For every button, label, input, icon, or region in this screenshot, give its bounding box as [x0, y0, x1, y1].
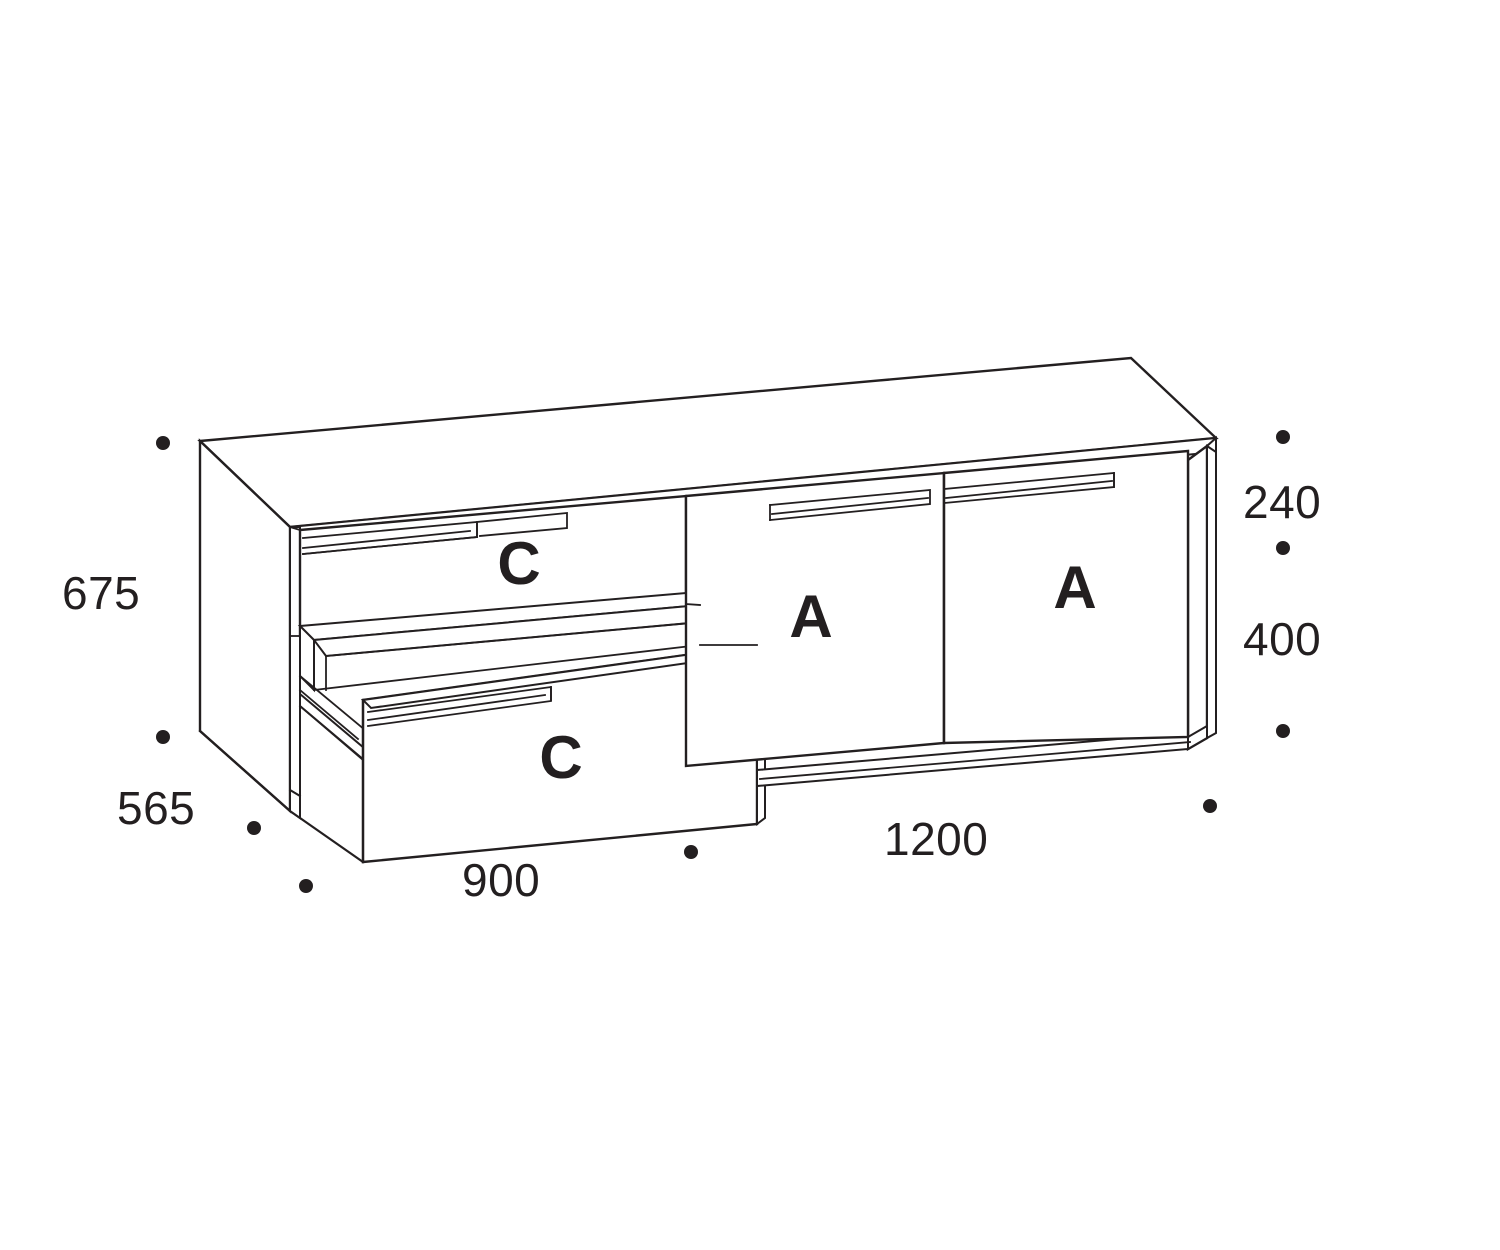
part-letter-lower-drawer: C	[539, 724, 582, 791]
open-box-front-lower	[313, 644, 701, 691]
part-letter-upper-drawer: C	[497, 530, 540, 597]
dimension-dots-group	[156, 430, 1290, 893]
dimension-label-depth: 565	[117, 782, 195, 834]
right-door-grip-shadow	[945, 480, 1113, 499]
left-side-bottom-edge	[198, 729, 292, 813]
left-front-stile	[289, 526, 301, 820]
dimension-labels-group: 675 565 900 1200 240 400	[62, 476, 1321, 906]
middle-rail-upper	[298, 674, 367, 732]
upper-drawer-grip-shadow	[302, 530, 471, 549]
dimension-label-cabinet-width: 1200	[884, 813, 988, 865]
dot-left-bottom	[156, 730, 170, 744]
left-plinth-cap	[289, 788, 301, 820]
right-door-group[interactable]	[942, 449, 1190, 745]
upper-drawer-grip-bottom	[302, 512, 568, 555]
middle-rail-top-line	[298, 688, 360, 741]
dimension-label-height-total: 675	[62, 567, 140, 619]
open-box-front-lower2	[325, 622, 691, 657]
drawer-floor-line	[288, 809, 365, 864]
dot-right-bottom	[1276, 724, 1290, 738]
lower-drawer-box-top	[298, 704, 365, 762]
right-side-panel-edge	[1206, 444, 1217, 740]
lower-compartment-rail	[299, 691, 365, 763]
carcass-front-group	[289, 443, 1217, 820]
bottom-plinth-rail	[756, 731, 1189, 788]
part-letter-right-door: A	[1053, 554, 1096, 621]
open-box-corner-detail	[685, 603, 701, 606]
dot-width-1200	[1203, 799, 1217, 813]
dot-right-mid	[1276, 541, 1290, 555]
dot-width-900	[684, 845, 698, 859]
bottom-rail-group	[288, 731, 1191, 864]
left-door-grip-top	[769, 489, 931, 521]
bottom-plinth-rail-line	[759, 741, 1191, 780]
dot-depth-lower	[299, 879, 313, 893]
detail-lines-group	[288, 525, 758, 820]
right-side-panel-inner	[1186, 443, 1209, 752]
dimension-label-drawer-width: 900	[462, 854, 540, 906]
part-letter-left-door: A	[789, 583, 832, 650]
left-door-grip-shadow	[771, 497, 929, 515]
part-letters-group: C C A A	[497, 530, 1096, 791]
dimension-label-door-height: 400	[1243, 613, 1321, 665]
dot-left-top	[156, 436, 170, 450]
dot-right-top	[1276, 430, 1290, 444]
dimension-label-drawer-height: 240	[1243, 476, 1321, 528]
left-stile-top-detail	[288, 525, 302, 532]
dot-depth-upper	[247, 821, 261, 835]
lower-drawer-grip-shadow	[366, 693, 547, 722]
